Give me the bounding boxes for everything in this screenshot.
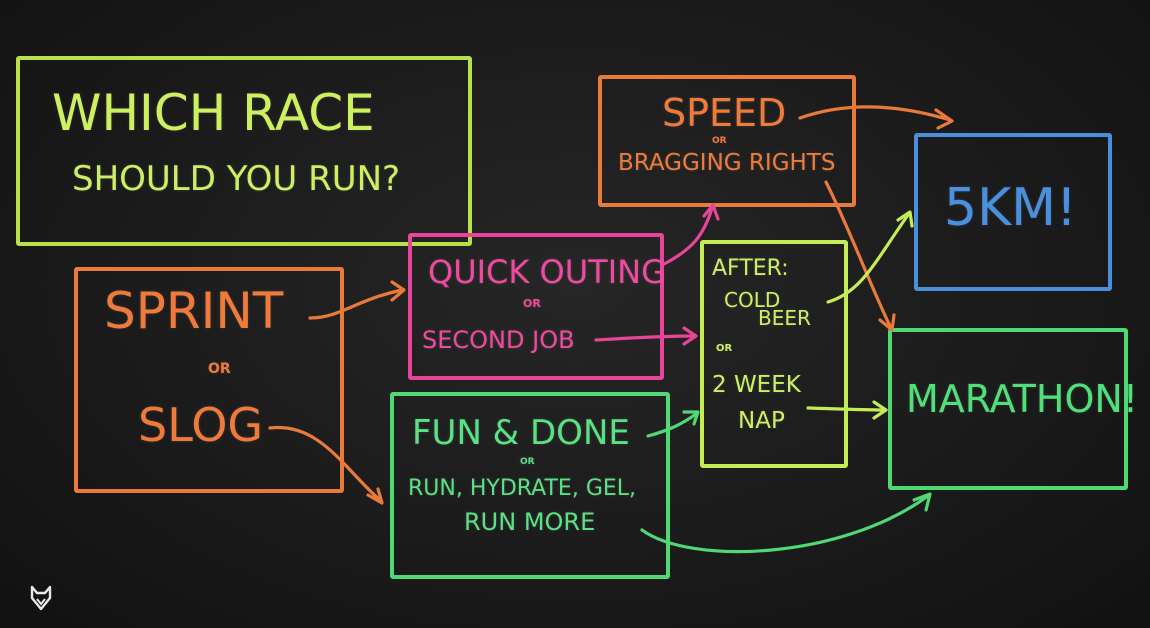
run-hydrate-label: RUN, HYDRATE, GEL, (408, 476, 637, 501)
fun-or-label: OR (520, 457, 535, 467)
sprint-slog-box (74, 267, 344, 493)
arrow-quick-to-speed (660, 206, 714, 267)
arrowhead-run-more-to-marathon (912, 492, 932, 512)
arrow-beer-to-5k (826, 213, 910, 304)
arrow-second-job-to-after (594, 334, 696, 342)
arrow-fun-to-after (646, 412, 698, 438)
arrowhead-beer-to-5k (896, 210, 914, 228)
beer-label: BEER (758, 306, 811, 330)
arrow-bragging-to-marathon (824, 180, 892, 328)
after-box (700, 240, 848, 468)
result-5k-label: 5KM! (944, 178, 1077, 238)
speed-or-label: OR (712, 136, 727, 146)
cold-label: COLD (724, 288, 781, 312)
arrow-nap-to-marathon (806, 406, 886, 412)
arrow-slog-to-fun (268, 425, 382, 502)
quick-outing-box (408, 233, 664, 380)
after-heading: AFTER: (712, 256, 789, 281)
fox-head-icon (30, 585, 52, 611)
speed-label: SPEED (662, 91, 787, 135)
fun-done-box (390, 392, 670, 579)
sprint-or-label: OR (208, 361, 231, 377)
speed-box (598, 75, 856, 207)
result-5k-box (914, 133, 1112, 291)
title-line-2: SHOULD YOU RUN? (72, 159, 401, 199)
result-marathon-box (888, 328, 1128, 490)
arrowhead-slog-to-fun (366, 487, 384, 505)
second-job-label: SECOND JOB (422, 326, 575, 354)
nap-label: NAP (738, 408, 785, 434)
arrow-run-more-to-marathon (640, 494, 930, 554)
arrowhead-nap-to-marathon (872, 400, 888, 420)
arrow-speed-to-5k (798, 105, 952, 122)
arrowhead-sprint-to-quick (390, 280, 406, 302)
run-more-label: RUN MORE (464, 508, 596, 536)
slog-label: SLOG (138, 398, 264, 452)
result-marathon-label: MARATHON! (906, 377, 1139, 421)
arrowhead-bragging-to-marathon (878, 313, 896, 332)
arrowhead-speed-to-5k (934, 108, 954, 130)
quick-or-label: OR (523, 297, 541, 310)
arrowhead-quick-to-speed (702, 203, 720, 221)
after-or-label: OR (716, 343, 733, 354)
title-line-1: WHICH RACE (52, 84, 375, 142)
quick-outing-label: QUICK OUTING (428, 253, 666, 291)
title-box (16, 56, 472, 246)
two-week-label: 2 WEEK (712, 372, 801, 398)
sprint-label: SPRINT (104, 282, 284, 340)
fun-done-label: FUN & DONE (412, 413, 630, 453)
bragging-rights-label: BRAGGING RIGHTS (618, 150, 836, 176)
arrowhead-second-job-to-after (682, 326, 698, 346)
arrowhead-fun-to-after (682, 410, 700, 426)
arrow-sprint-to-quick (308, 288, 404, 320)
